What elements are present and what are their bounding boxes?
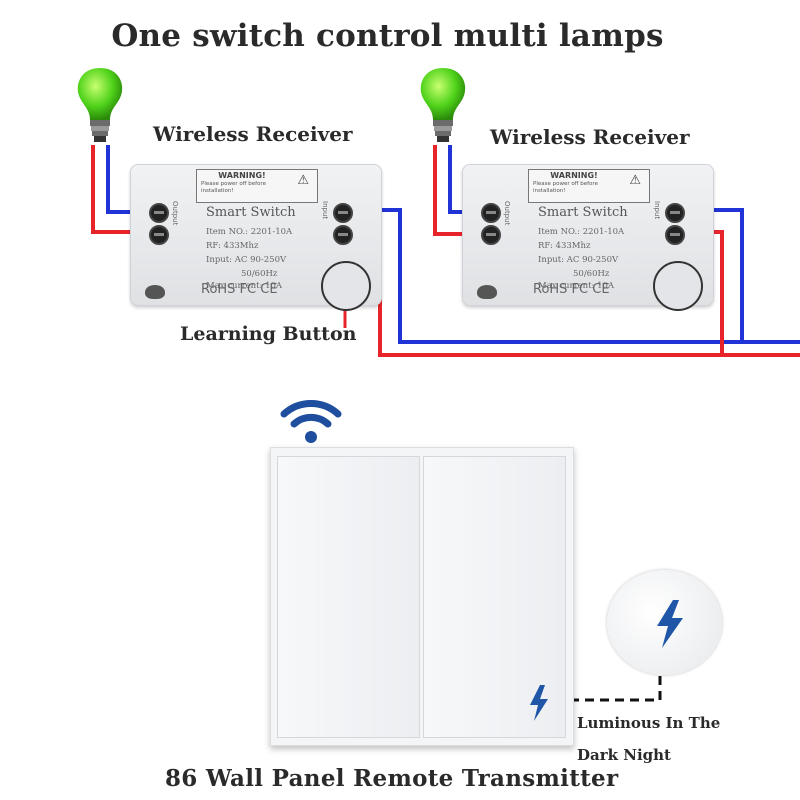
luminous-label-line2: Dark Night	[577, 746, 671, 764]
module-name: Smart Switch	[538, 205, 628, 220]
output-text: Output	[503, 201, 511, 226]
learning-button[interactable]	[321, 261, 371, 311]
lightning-icon	[657, 600, 683, 648]
warning-triangle-icon: ⚠	[297, 173, 309, 188]
module-input: Input: AC 90-250V	[206, 255, 287, 265]
warning-triangle-icon: ⚠	[629, 173, 641, 188]
terminal-screw	[149, 225, 169, 245]
light-bulb-icon	[420, 68, 466, 142]
certification-marks: RoHS FC CE	[533, 282, 610, 297]
module-input: Input: AC 90-250V	[538, 255, 619, 265]
luminous-zoom-inset	[607, 570, 722, 675]
wall-panel-transmitter	[270, 447, 574, 746]
certification-marks: RoHS FC CE	[201, 282, 278, 297]
input-text: Input	[321, 201, 329, 220]
luminous-pointer	[555, 672, 662, 702]
module-rf: RF: 433Mhz	[206, 241, 259, 251]
module-max-current: Max current: 10A	[538, 281, 615, 291]
module-item: Item NO.: 2201-10A	[538, 227, 625, 237]
footer-caption: 86 Wall Panel Remote Transmitter	[165, 765, 619, 792]
warning-text: Please power off before installation!	[201, 181, 266, 194]
module-freq: 50/60Hz	[573, 269, 610, 279]
terminal-screw	[333, 203, 353, 223]
warning-title: WARNING!	[218, 171, 266, 180]
terminal-screw	[333, 225, 353, 245]
terminal-screw	[149, 203, 169, 223]
receiver-label-right: Wireless Receiver	[490, 125, 690, 149]
mount-hole	[477, 285, 497, 299]
output-text: Output	[171, 201, 179, 226]
receiver-label-left: Wireless Receiver	[153, 122, 353, 146]
module-name: Smart Switch	[206, 205, 296, 220]
mount-hole	[145, 285, 165, 299]
warning-text: Please power off before installation!	[533, 181, 598, 194]
learning-button[interactable]	[653, 261, 703, 311]
terminal-screw	[481, 203, 501, 223]
module-max-current: Max current: 10A	[206, 281, 283, 291]
wire-red-left-bulb	[91, 145, 145, 234]
warning-title: WARNING!	[550, 171, 598, 180]
terminal-screw	[481, 225, 501, 245]
page-title: One switch control multi lamps	[111, 18, 664, 54]
learning-button-label: Learning Button	[180, 323, 357, 345]
rocker-button-left[interactable]	[277, 456, 420, 738]
terminal-screw	[665, 225, 685, 245]
light-bulb-icon	[77, 68, 123, 142]
lightning-icon	[530, 685, 548, 721]
receiver-module-right: WARNING! Please power off before install…	[462, 164, 714, 311]
terminal-screw	[665, 203, 685, 223]
module-item: Item NO.: 2201-10A	[206, 227, 293, 237]
warning-label: WARNING! Please power off before install…	[196, 169, 318, 203]
module-rf: RF: 433Mhz	[538, 241, 591, 251]
module-freq: 50/60Hz	[241, 269, 278, 279]
luminous-label-line1: Luminous In The	[577, 714, 721, 732]
input-text: Input	[653, 201, 661, 220]
wifi-icon	[280, 400, 342, 443]
warning-label: WARNING! Please power off before install…	[528, 169, 650, 203]
receiver-module-left: WARNING! Please power off before install…	[130, 164, 382, 311]
